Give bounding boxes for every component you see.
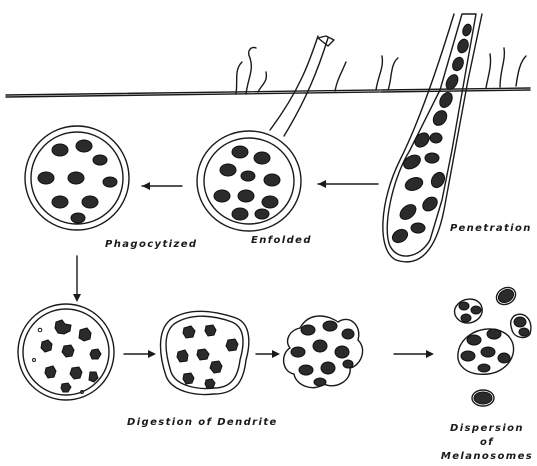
phagocytized-cell bbox=[25, 126, 129, 230]
enfolded-melanosomes bbox=[214, 146, 280, 220]
digestion-cell-3 bbox=[284, 316, 363, 388]
enfolded-cell bbox=[197, 36, 334, 231]
digestion-cell-1 bbox=[18, 304, 114, 400]
label-dispersion-line3: Melanosomes bbox=[441, 451, 533, 462]
penetration-melanosomes bbox=[390, 23, 473, 245]
dispersed-melanosomes bbox=[455, 284, 531, 406]
label-penetration: Penetration bbox=[450, 223, 532, 234]
digestion-2-melanosomes bbox=[177, 325, 238, 388]
arrow-to-dispersion bbox=[394, 350, 434, 358]
phagocytized-melanosomes bbox=[38, 140, 117, 223]
label-enfolded: Enfolded bbox=[251, 235, 312, 246]
label-phagocytized: Phagocytized bbox=[105, 239, 197, 250]
arrow-to-phagocytized bbox=[142, 182, 182, 190]
digestion-1-melanosomes bbox=[33, 320, 102, 394]
arrow-to-enfolded bbox=[318, 180, 378, 188]
digestion-3-melanosomes bbox=[291, 321, 354, 386]
label-dispersion-line2: of bbox=[480, 437, 494, 448]
arrow-digestion-1-2 bbox=[124, 350, 156, 358]
label-dispersion-line1: Dispersion bbox=[450, 423, 524, 434]
label-digestion-of-dendrite: Digestion of Dendrite bbox=[127, 417, 278, 428]
digestion-cell-2 bbox=[161, 311, 249, 394]
arrow-to-digestion bbox=[73, 256, 81, 302]
arrow-digestion-2-3 bbox=[256, 350, 280, 358]
